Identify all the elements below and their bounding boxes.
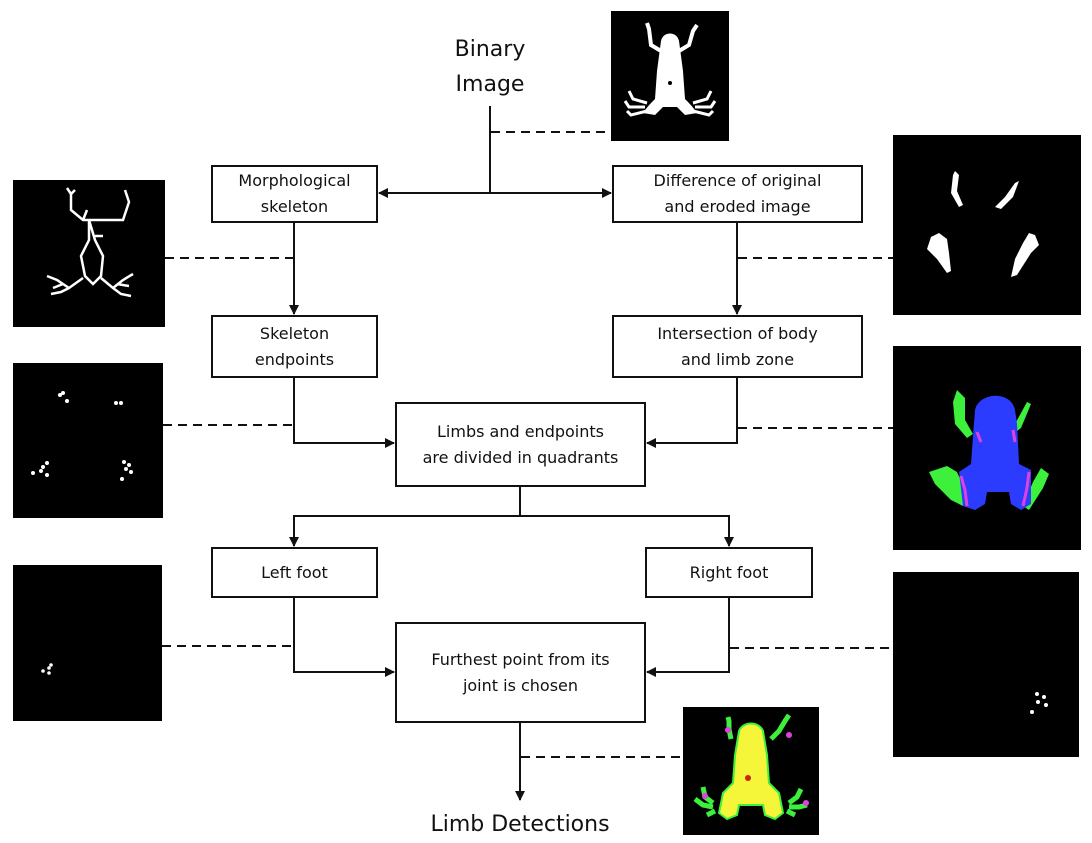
left-foot-image bbox=[13, 565, 162, 721]
node-morphological-skeleton: Morphological skeleton bbox=[211, 165, 378, 223]
node-quadrants: Limbs and endpoints are divided in quadr… bbox=[395, 402, 646, 487]
result-image bbox=[683, 707, 819, 835]
right-foot-dots-icon bbox=[1030, 692, 1048, 714]
edge-quadrants-right bbox=[520, 515, 734, 547]
body-limb-zones-icon bbox=[929, 390, 1049, 510]
edge-left-furthest bbox=[293, 597, 395, 677]
endpoint-dots-icon bbox=[31, 391, 133, 481]
right-foot-image bbox=[893, 572, 1079, 757]
edge-intersection-quadrants bbox=[646, 377, 738, 448]
node-skeleton-endpoints: Skeleton endpoints bbox=[211, 315, 378, 378]
limb-detection-result-icon bbox=[693, 713, 809, 821]
node-difference-eroded: Difference of original and eroded image bbox=[612, 165, 863, 223]
node-furthest-point: Furthest point from its joint is chosen bbox=[395, 622, 646, 723]
limb-fragments-icon bbox=[927, 171, 1039, 277]
edge-quadrants-left bbox=[289, 515, 520, 547]
edge-right-furthest bbox=[646, 597, 730, 677]
zones-image bbox=[893, 346, 1081, 550]
skeleton-image bbox=[13, 180, 165, 327]
node-right-foot: Right foot bbox=[645, 547, 813, 598]
diff-image bbox=[893, 135, 1081, 315]
endpoints-image bbox=[13, 363, 163, 518]
edge-endpoints-quadrants bbox=[293, 377, 395, 448]
end-label: Limb Detections bbox=[430, 812, 610, 837]
start-label: Binary Image bbox=[454, 37, 526, 97]
node-left-foot: Left foot bbox=[211, 547, 378, 598]
binary-image bbox=[611, 11, 729, 141]
node-intersection-body-limb: Intersection of body and limb zone bbox=[612, 315, 863, 378]
frog-silhouette-icon bbox=[623, 22, 717, 117]
left-foot-dots-icon bbox=[41, 663, 53, 675]
skeleton-icon bbox=[46, 187, 134, 298]
